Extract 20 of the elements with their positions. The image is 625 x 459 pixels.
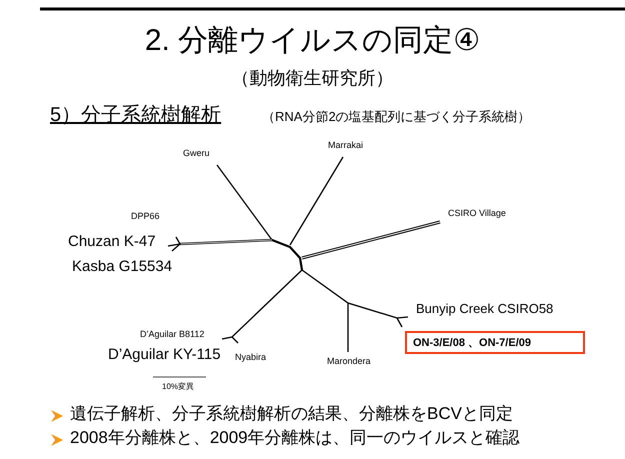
taxon-label: D’Aguilar KY-115 [108, 346, 221, 364]
taxon-label: CSIRO Village [448, 208, 506, 218]
taxon-label: Bunyip Creek CSIRO58 [416, 302, 554, 317]
section-heading: 5）分子系統樹解析 [50, 104, 222, 127]
bullet-text: 2008年分離株と、2009年分離株は、同一のウイルスと確認 [70, 428, 520, 448]
highlight-box [405, 331, 585, 354]
taxon-label: Nyabira [235, 352, 266, 362]
subtitle: （動物衛生研究所） [230, 68, 394, 89]
taxon-label: Marrakai [328, 140, 364, 150]
taxon-label: Marondera [327, 356, 371, 366]
slide-title: 2. 分離ウイルスの同定④ [144, 24, 482, 58]
taxon-label: Chuzan K-47 [68, 233, 156, 250]
isolate-label: ON-3/E/08 、ON-7/E/09 [413, 337, 531, 349]
taxon-label: Gweru [183, 148, 210, 158]
taxon-label: D’Aguilar B8112 [140, 329, 204, 340]
bullet-text: 遺伝子解析、分子系統樹解析の結果、分離株をBCVと同定 [70, 404, 513, 424]
taxon-label: Kasba G15534 [72, 258, 172, 276]
taxon-label: DPP66 [131, 211, 160, 222]
scale-label: 10%変異 [162, 382, 194, 392]
section-note: （RNA分節2の塩基配列に基づく分子系統樹） [262, 110, 531, 125]
